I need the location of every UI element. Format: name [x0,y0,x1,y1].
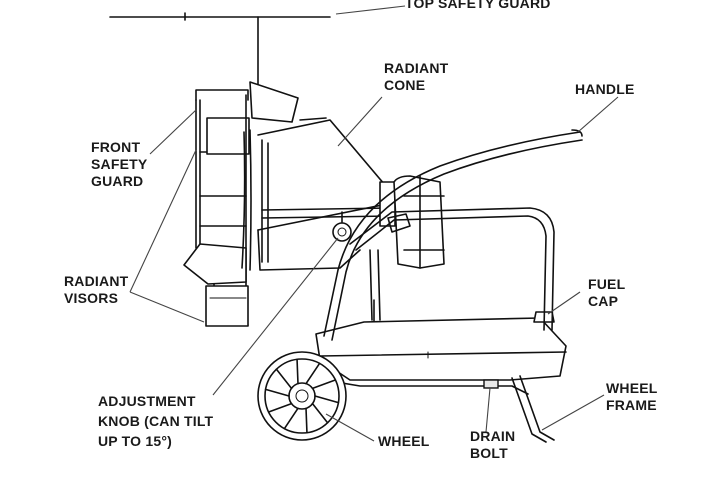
label-radiant-visors: RADIANT VISORS [64,273,129,306]
label-adjustment-knob: ADJUSTMENT KNOB (CAN TILT UP TO 15°) [98,393,214,449]
label-wheel-frame: WHEEL FRAME [606,380,658,413]
wheel-spoke [264,388,290,397]
label-front-safety-guard: FRONT SAFETY GUARD [91,139,148,189]
adjustment-knob-drawing [332,211,352,242]
wheel-spoke [267,402,293,413]
wheel-spoke [296,358,299,385]
wheel-spoke [283,407,299,430]
wheel-spoke [305,362,321,385]
drain-bolt-drawing [483,379,499,389]
label-handle: HANDLE [575,81,635,97]
radiant-cone-drawing [241,81,396,271]
handle-drawing [323,129,583,341]
label-drain-bolt: DRAIN BOLT [470,428,516,461]
top-safety-guard-drawing [109,12,331,89]
hoses-drawing [369,249,381,325]
wheel-spoke [311,379,337,390]
fuel-tank-drawing [315,311,567,381]
label-fuel-cap: FUEL CAP [588,276,626,309]
radiant-visors-drawing [183,243,249,327]
wheel-spoke [314,395,340,404]
wheel-spoke [311,402,329,424]
wheel-spoke [305,407,308,434]
label-radiant-cone: RADIANT CONE [384,60,449,93]
wheel-drawing [257,351,347,441]
label-wheel: WHEEL [378,433,430,449]
fan-housing-drawing [387,175,445,269]
label-top-safety-guard: TOP SAFETY GUARD [405,0,551,11]
wheel-spoke [275,368,293,390]
leader-lines [129,5,619,442]
